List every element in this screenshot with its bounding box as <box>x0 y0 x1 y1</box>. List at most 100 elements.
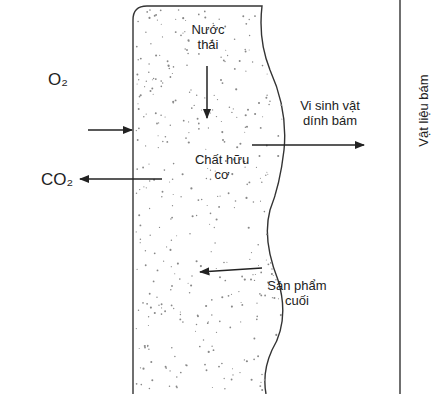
stipple-dot <box>190 284 192 286</box>
stipple-dot <box>145 264 147 266</box>
stipple-dot <box>187 39 189 41</box>
stipple-dot <box>197 315 199 317</box>
stipple-dot <box>170 289 172 291</box>
stipple-dot <box>145 145 146 146</box>
stipple-dot <box>150 307 152 309</box>
stipple-dot <box>209 224 210 225</box>
stipple-dot <box>217 196 218 197</box>
stipple-dot <box>146 81 147 82</box>
stipple-dot <box>192 215 194 217</box>
stipple-dot <box>142 368 144 370</box>
stipple-dot <box>245 126 246 127</box>
stipple-dot <box>217 99 218 100</box>
stipple-dot <box>259 385 261 387</box>
stipple-dot <box>203 339 205 341</box>
stipple-dot <box>248 181 250 183</box>
stipple-dot <box>259 155 261 157</box>
stipple-dot <box>204 364 206 366</box>
stipple-dot <box>136 168 138 170</box>
stipple-dot <box>178 9 180 11</box>
stipple-dot <box>149 180 150 181</box>
stipple-dot <box>229 327 231 329</box>
stipple-dot <box>211 314 213 316</box>
stipple-dot <box>251 252 252 253</box>
stipple-dot <box>198 53 200 55</box>
stipple-dot <box>208 321 209 322</box>
oxygen-arrow <box>88 129 132 131</box>
stipple-dot <box>274 194 275 195</box>
stipple-dot <box>221 296 223 298</box>
stipple-dot <box>199 346 201 348</box>
stipple-dot <box>136 46 138 48</box>
stipple-dot <box>231 294 232 295</box>
stipple-dot <box>150 235 151 236</box>
stipple-dot <box>138 214 140 216</box>
stipple-dot <box>273 297 275 299</box>
stipple-dot <box>260 294 262 296</box>
stipple-dot <box>150 90 152 92</box>
stipple-dot <box>265 97 267 99</box>
stipple-dot <box>234 207 235 208</box>
stipple-dot <box>138 59 139 60</box>
stipple-dot <box>219 19 220 20</box>
stipple-dot <box>173 66 175 68</box>
stipple-dot <box>194 105 195 106</box>
stipple-dot <box>182 173 184 175</box>
inflow-arrow <box>206 66 208 118</box>
stipple-dot <box>172 205 173 206</box>
stipple-dot <box>140 58 142 60</box>
product-label: Sản phẩm cuối <box>262 278 332 308</box>
stipple-dot <box>159 227 160 228</box>
stipple-dot <box>235 88 237 90</box>
stipple-dot <box>226 262 227 263</box>
biofilm-layer <box>133 6 285 394</box>
stipple-dot <box>185 364 186 365</box>
stipple-dot <box>179 278 181 280</box>
stipple-dot <box>185 20 186 21</box>
stipple-dot <box>235 200 237 202</box>
stipple-dot <box>245 114 247 116</box>
stipple-dot <box>138 127 140 129</box>
stipple-dot <box>211 299 213 301</box>
stipple-dot <box>201 110 202 111</box>
stipple-dot <box>174 273 175 274</box>
stipple-dot <box>234 39 236 41</box>
stipple-dot <box>151 88 153 90</box>
stipple-dot <box>182 17 184 19</box>
stipple-dot <box>176 376 178 378</box>
stipple-dot <box>222 139 224 141</box>
stipple-dot <box>256 167 257 168</box>
stipple-dot <box>281 119 282 120</box>
stipple-dot <box>145 31 146 32</box>
stipple-dot <box>268 104 270 106</box>
stipple-dot <box>188 121 189 122</box>
stipple-dot <box>198 128 200 130</box>
stipple-dot <box>280 314 282 316</box>
stipple-dot <box>262 65 264 67</box>
stipple-dot <box>173 163 175 165</box>
stipple-dot <box>240 321 241 322</box>
stipple-dot <box>153 281 155 283</box>
stipple-dot <box>271 273 273 275</box>
stipple-dot <box>157 19 158 20</box>
stipple-dot <box>175 99 177 101</box>
stipple-dot <box>170 218 171 219</box>
stipple-dot <box>138 79 139 80</box>
stipple-dot <box>250 279 252 281</box>
stipple-dot <box>172 73 173 74</box>
stipple-dot <box>190 89 191 90</box>
stipple-dot <box>189 91 190 92</box>
stipple-dot <box>150 361 152 363</box>
stipple-dot <box>257 355 259 357</box>
stipple-dot <box>167 60 169 62</box>
stipple-dot <box>264 379 266 381</box>
stipple-dot <box>260 382 261 383</box>
stipple-dot <box>219 320 221 322</box>
stipple-dot <box>189 292 191 294</box>
stipple-dot <box>180 196 181 197</box>
stipple-dot <box>241 276 243 278</box>
stipple-dot <box>151 379 153 381</box>
stipple-dot <box>206 178 207 179</box>
stipple-dot <box>270 262 272 264</box>
co2-arrow <box>80 178 162 180</box>
